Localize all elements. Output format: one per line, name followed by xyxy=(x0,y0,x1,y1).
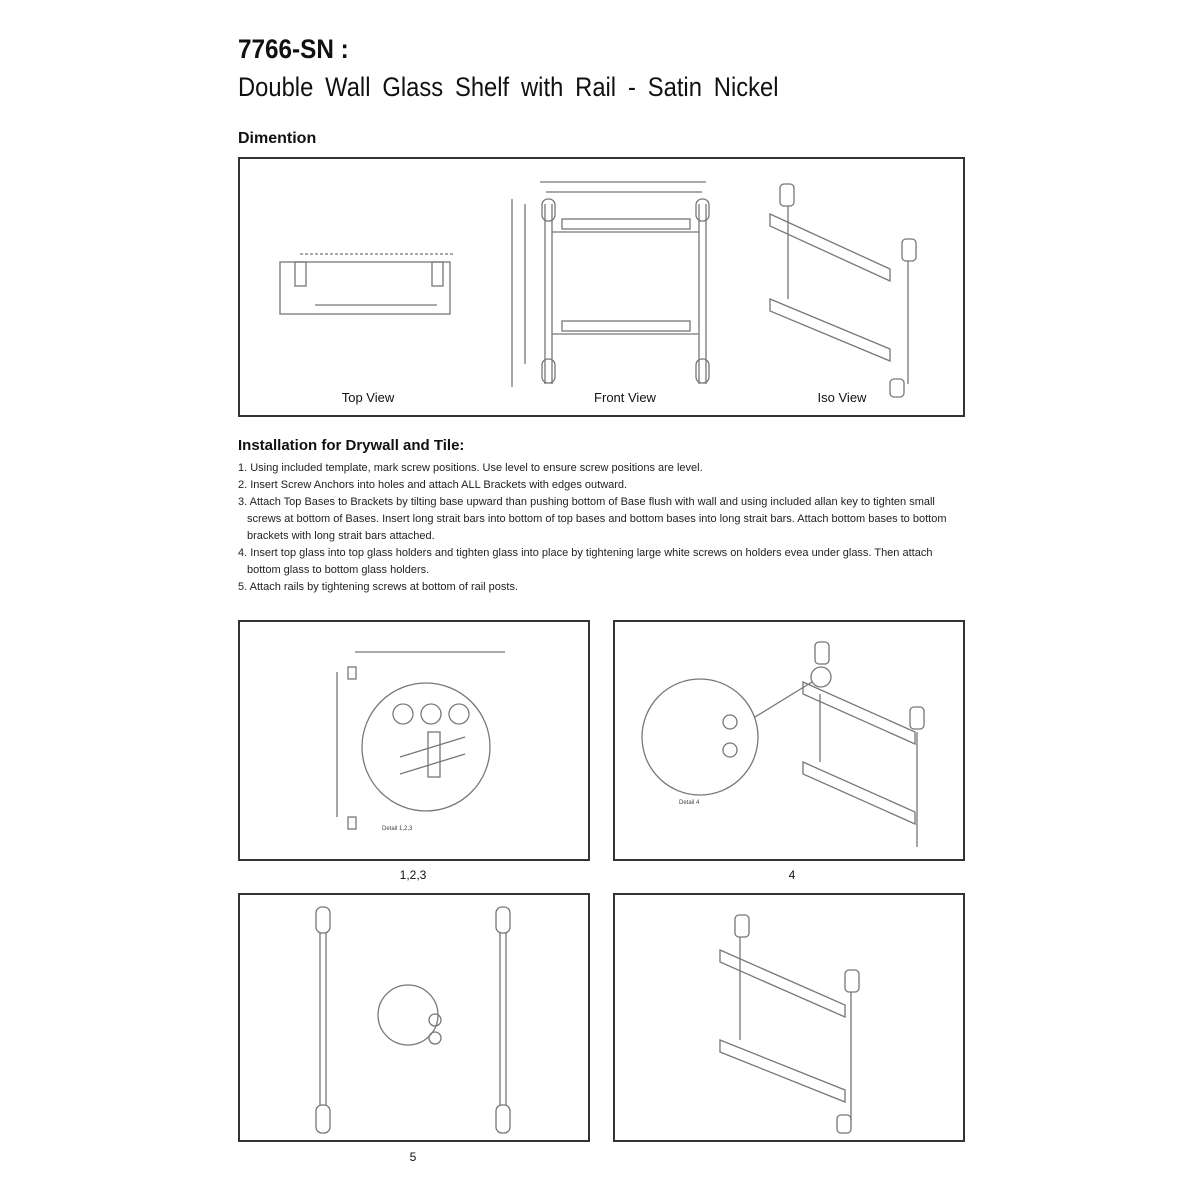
installation-heading: Installation for Drywall and Tile: xyxy=(238,437,465,454)
step-1: 1. Using included template, mark screw p… xyxy=(238,462,703,474)
installation-steps: 1. Using included template, mark screw p… xyxy=(238,460,966,596)
dimension-panel: Top View Front View Iso View xyxy=(238,157,965,417)
caption-1-2-3: 1,2,3 xyxy=(399,868,427,882)
model-number: 7766-SN : xyxy=(238,34,349,64)
detail-1-2-3-label: Detail 1,2,3 xyxy=(382,826,413,832)
step-5: 5. Attach rails by tightening screws at … xyxy=(238,581,519,593)
detail-4-label: Detail 4 xyxy=(679,800,700,806)
front-view-label: Front View xyxy=(594,390,656,405)
step-4: 4. Insert top glass into top glass holde… xyxy=(238,547,933,576)
dimension-heading: Dimention xyxy=(238,130,317,147)
step-2: 2. Insert Screw Anchors into holes and a… xyxy=(238,479,628,491)
caption-5: 5 xyxy=(409,1150,417,1164)
figure-step-4: Detail 4 xyxy=(613,620,965,861)
caption-4: 4 xyxy=(788,868,796,882)
iso-view-label: Iso View xyxy=(817,390,867,405)
figure-finished xyxy=(613,893,965,1142)
dimension-drawings xyxy=(279,181,917,398)
top-view-label: Top View xyxy=(341,390,395,405)
figure-step-5 xyxy=(238,893,590,1142)
product-title: Double Wall Glass Shelf with Rail - Sati… xyxy=(238,72,779,102)
step-3: 3. Attach Top Bases to Brackets by tilti… xyxy=(238,496,947,542)
figure-steps-1-2-3: Detail 1,2,3 xyxy=(238,620,590,861)
